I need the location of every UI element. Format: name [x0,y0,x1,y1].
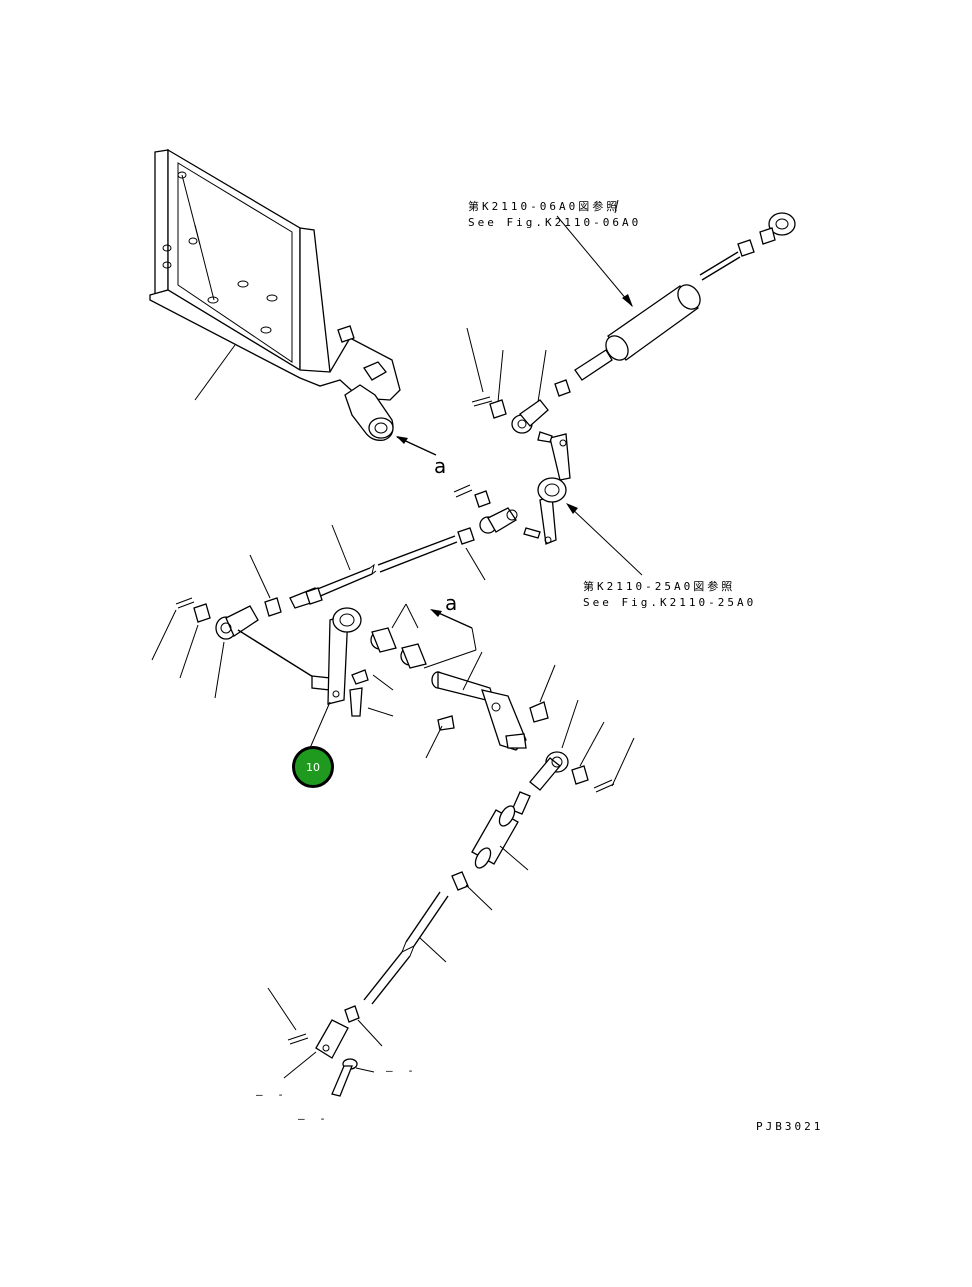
long-rod [289,524,458,609]
bottom-clevis [267,987,375,1097]
view-arrow-upper [396,436,437,456]
bushings [370,603,427,669]
left-linkage-parts [151,554,331,699]
pedal-bracket [149,148,401,441]
part-hotspot-badge[interactable]: 10 [292,746,334,788]
ref-top-en: See Fig.K2110-06A0 [468,216,642,229]
dash-mark-left: — - [256,1088,288,1101]
ref-mid-jp: 第K2110-25A0図参照 [583,580,736,593]
dash-mark-bottom: — - [298,1112,330,1125]
mid-small-parts [453,484,518,581]
upper-cylinder-assembly [554,199,796,397]
bellcrank [523,431,643,576]
view-arrow-lower [423,609,477,669]
dash-mark-right: — - [386,1064,418,1077]
shaft-bracket [425,651,556,759]
ref-top-jp: 第K2110-06A0図参照 [468,200,621,213]
upper-small-parts [466,327,549,434]
view-mark-lower: a [445,591,458,615]
view-mark-upper: a [434,454,447,478]
ref-mid-en: See Fig.K2110-25A0 [583,596,757,609]
part-hotspot-number: 10 [306,760,320,774]
drawing-code: PJB3021 [756,1120,824,1133]
lever-arm [309,607,394,749]
lower-cylinder-assembly [344,699,635,1047]
